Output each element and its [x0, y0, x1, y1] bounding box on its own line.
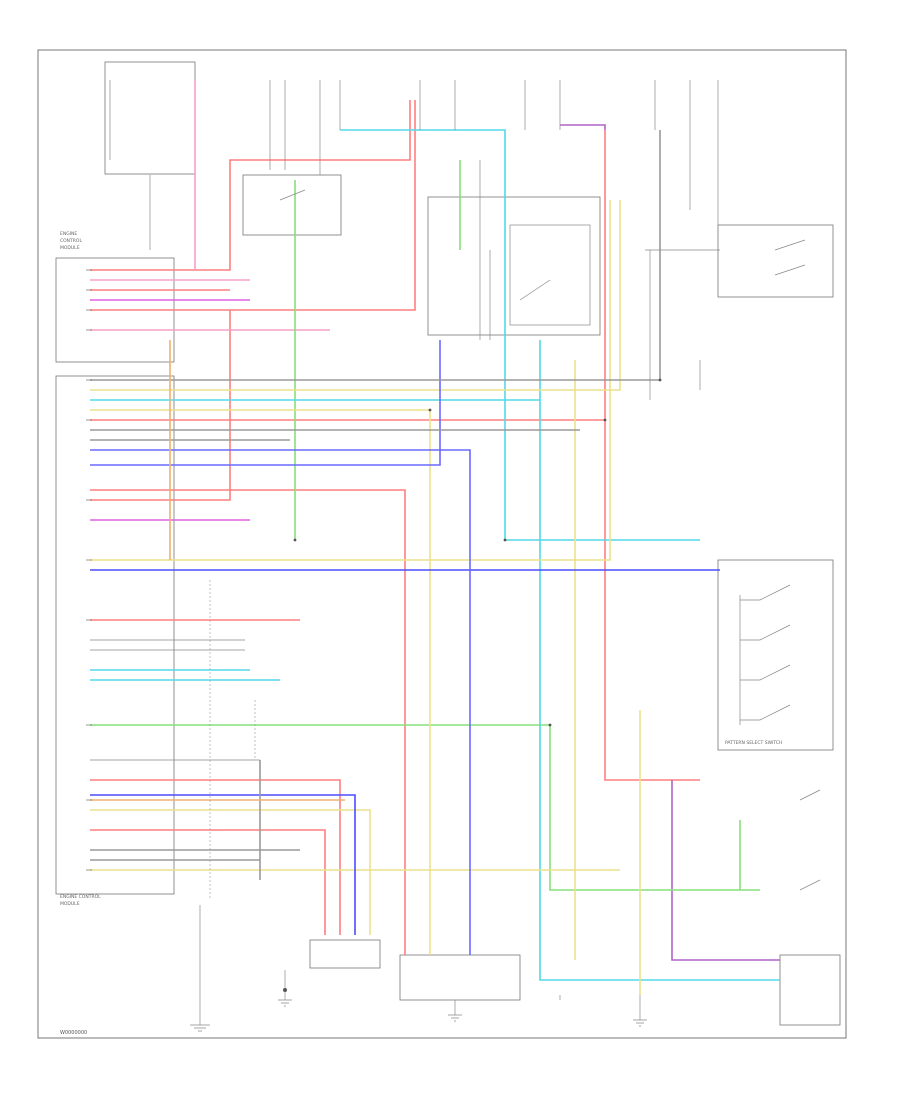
transmission-control-box [427, 196, 601, 336]
wires-cyan [90, 129, 780, 981]
black-wires [90, 80, 720, 1025]
engine-control-module-top: ENGINE CONTROL MODULE [55, 231, 175, 363]
throttle-position-connector [309, 939, 381, 969]
svg-text:ENGINE CONTROL: ENGINE CONTROL [60, 894, 101, 900]
footer-code: W0000000 [60, 1030, 87, 1036]
connector-dots [283, 378, 662, 992]
wires-green [90, 160, 760, 891]
dashed-lines [209, 580, 256, 900]
wires-blue [90, 340, 720, 955]
diagram-border [37, 49, 847, 1039]
switch-contacts [279, 189, 821, 891]
svg-text:PATTERN SELECT SWITCH: PATTERN SELECT SWITCH [725, 740, 782, 746]
svg-text:MODULE: MODULE [60, 901, 80, 907]
wires-yellow [90, 200, 641, 995]
pattern-select-switch: PATTERN SELECT SWITCH [717, 559, 834, 751]
shift-position-connector [399, 954, 521, 1001]
wires-orange [90, 340, 345, 801]
engine-control-module-bottom: ENGINE CONTROL MODULE [55, 375, 175, 907]
overdrive-relay-box [717, 224, 834, 298]
svg-text:CONTROL: CONTROL [60, 238, 82, 244]
junction-box-top-left [104, 61, 196, 175]
svg-text:MODULE: MODULE [60, 245, 80, 251]
wires-red [90, 100, 700, 955]
relay-box-center [242, 174, 342, 236]
ground-symbols [190, 999, 647, 1032]
wires-pink [90, 80, 330, 331]
vehicle-speed-sensor-box [779, 954, 841, 1026]
svg-text:ENGINE: ENGINE [60, 231, 77, 237]
ecm-pin-marks [86, 269, 92, 871]
